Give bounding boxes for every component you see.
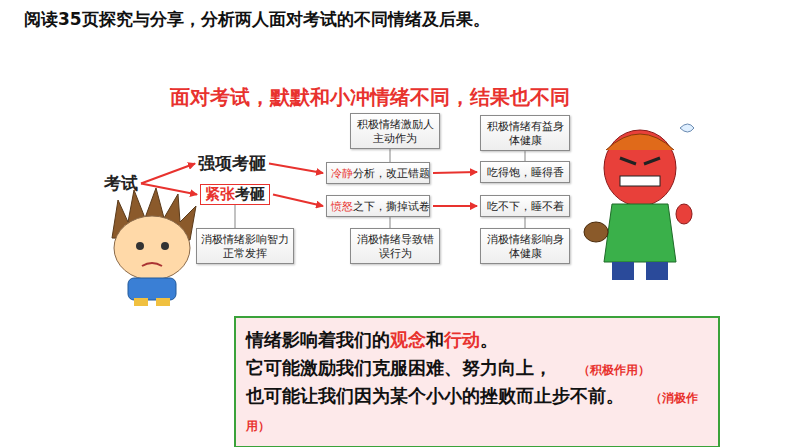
- node-text: 消极情绪影响智力正常发挥: [201, 233, 289, 259]
- arrow: [433, 205, 477, 207]
- text-line: 紧张考砸: [205, 185, 265, 204]
- text-line: 情绪影响着我们的观念和行动。: [246, 326, 708, 354]
- red-heading: 面对考试，默默和小冲情绪不同，结果也不同: [120, 84, 620, 111]
- node-text: 考试: [104, 173, 138, 193]
- node-text: 消极情绪导致错误行为: [357, 233, 434, 259]
- text-line: 消极情绪导致错误行为: [355, 232, 435, 260]
- effect-box: 消极情绪影响智力正常发挥: [196, 228, 294, 264]
- action-box: 冷静分析，改正错题: [326, 162, 430, 184]
- text-line: 积极情绪激励人主动作为: [355, 117, 435, 145]
- link-line: [524, 217, 525, 228]
- page-title: 阅读35页探究与分享，分析两人面对考试的不同情绪及后果。: [24, 8, 490, 31]
- link-line: [524, 151, 525, 161]
- effect-tag: （积极作用）: [578, 363, 650, 377]
- node-text: 强项考砸: [198, 153, 266, 173]
- arrow: [141, 184, 197, 195]
- node-text: 和: [426, 329, 444, 350]
- effect-box: 消极情绪影响身体健康: [480, 228, 570, 264]
- text-line: 吃得饱，睡得香: [485, 165, 565, 179]
- node-text: 消极情绪影响身体健康: [487, 233, 564, 259]
- node-text: 吃得饱，睡得香: [487, 166, 564, 178]
- node-text: 之下，撕掉试卷: [353, 200, 430, 212]
- summary-box: 情绪影响着我们的观念和行动。它可能激励我们克服困难、努力向上， （积极作用） 也可能…: [234, 316, 720, 447]
- node-text: 冷静: [331, 167, 353, 179]
- text-line: 积极情绪有益身体健康: [485, 119, 565, 147]
- worried-kid: [112, 188, 196, 306]
- node-text: 积极情绪有益身体健康: [487, 120, 564, 146]
- node-text: 考砸: [235, 185, 265, 203]
- text-line: 冷静分析，改正错题: [331, 166, 425, 180]
- effect-box: 积极情绪有益身体健康: [480, 115, 570, 151]
- text-line: 消极情绪影响智力正常发挥: [201, 232, 289, 260]
- action-box: 愤怒之下，撕掉试卷: [326, 195, 430, 217]
- text-line: 愤怒之下，撕掉试卷: [331, 199, 425, 213]
- effect-box: 消极情绪导致错误行为: [350, 228, 440, 264]
- node-text: 愤怒: [331, 200, 353, 212]
- text-line: 吃不下，睡不着: [485, 199, 565, 213]
- link-line: [234, 205, 235, 228]
- arrow: [141, 164, 195, 184]
- result-box: 吃不下，睡不着: [480, 195, 570, 217]
- branch-box: 紧张考砸: [200, 184, 270, 205]
- node-text: 吃不下，睡不着: [487, 200, 564, 212]
- effect-box: 积极情绪激励人主动作为: [350, 113, 440, 149]
- exam-label: 考试: [104, 172, 138, 195]
- node-text: 它可能激励我们克服困难、努力向上，: [246, 357, 552, 378]
- text-line: 强项考砸: [198, 152, 266, 175]
- branch-label: 强项考砸: [198, 152, 266, 175]
- node-text: 积极情绪激励人主动作为: [357, 118, 434, 144]
- node-text: 分析，改正错题: [353, 167, 430, 179]
- arrow: [273, 195, 323, 207]
- text-line: 也可能让我们因为某个小小的挫败而止步不前。（消极作用）: [246, 382, 708, 438]
- arrow: [269, 164, 323, 174]
- text-line: 考试: [104, 172, 138, 195]
- node-text: 行动: [444, 329, 480, 350]
- text-line: 它可能激励我们克服困难、努力向上， （积极作用）: [246, 354, 708, 382]
- arrow: [433, 172, 477, 173]
- result-box: 吃得饱，睡得香: [480, 161, 570, 183]
- text-line: 消极情绪影响身体健康: [485, 232, 565, 260]
- node-text: 观念: [390, 329, 426, 350]
- node-text: 。: [480, 329, 498, 350]
- angry-kid: [584, 124, 694, 280]
- node-text: 紧张: [205, 185, 235, 203]
- node-text: 也可能让我们因为某个小小的挫败而止步不前。: [246, 385, 624, 406]
- link-line: [389, 149, 390, 162]
- link-line: [389, 217, 390, 228]
- node-text: 情绪影响着我们的: [246, 329, 390, 350]
